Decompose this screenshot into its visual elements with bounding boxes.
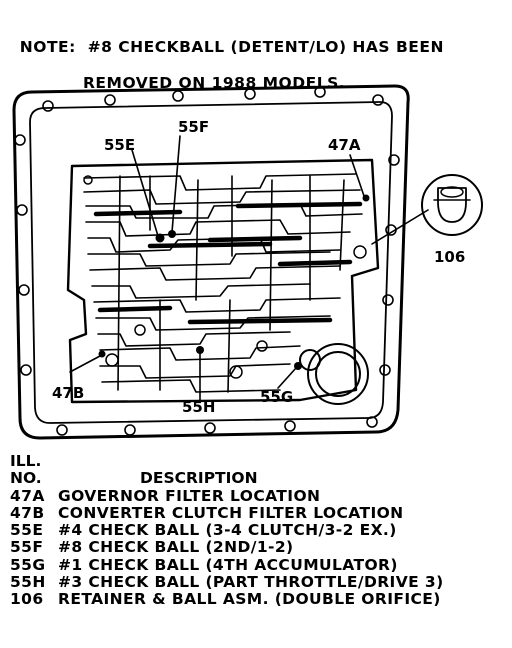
legend-row: 47A GOVERNOR FILTER LOCATION	[10, 486, 505, 505]
retainer-ball-inset	[421, 174, 483, 236]
legend-item-number: 55E	[10, 521, 44, 540]
legend-item-description: GOVERNOR FILTER LOCATION	[58, 486, 321, 505]
valve-ports	[83, 175, 367, 379]
callout-55g: 55G	[260, 388, 293, 406]
legend-header-no: NO.	[10, 469, 42, 488]
note-line-1: NOTE: #8 CHECKBALL (DETENT/LO) HAS BEEN	[19, 38, 444, 56]
check-balls	[98, 194, 370, 370]
legend-item-description: #4 CHECK BALL (3-4 CLUTCH/3-2 EX.)	[58, 521, 397, 540]
callout-106: 106	[434, 248, 465, 266]
legend-header-row: NO. DESCRIPTION	[10, 469, 505, 488]
legend-table: ILL. NO. DESCRIPTION 47A GOVERNOR FILTER …	[10, 452, 505, 609]
legend-header-description: DESCRIPTION	[140, 469, 258, 488]
legend-row: 47B CONVERTER CLUTCH FILTER LOCATION	[10, 503, 505, 522]
callout-55f: 55F	[178, 118, 209, 136]
legend-item-description: #3 CHECK BALL (PART THROTTLE/DRIVE 3)	[58, 573, 444, 592]
legend-row: 55F #8 CHECK BALL (2ND/1-2)	[10, 538, 505, 557]
legend-row: 55E #4 CHECK BALL (3-4 CLUTCH/3-2 EX.)	[10, 521, 505, 540]
leader-lines	[69, 135, 429, 401]
legend-item-number: 55F	[10, 538, 44, 557]
legend-item-description: #1 CHECK BALL (4TH ACCUMULATOR)	[58, 555, 398, 574]
legend-item-description: RETAINER & BALL ASM. (DOUBLE ORIFICE)	[58, 590, 441, 609]
pan-outline	[12, 84, 410, 440]
legend-item-description: CONVERTER CLUTCH FILTER LOCATION	[58, 503, 404, 522]
legend-item-number: 55H	[10, 573, 46, 592]
legend-item-description: #8 CHECK BALL (2ND/1-2)	[58, 538, 294, 557]
legend-item-number: 55G	[10, 555, 46, 574]
callout-55e: 55E	[104, 136, 135, 154]
pan-bolt-holes	[14, 86, 400, 436]
accumulator-bore	[299, 343, 369, 405]
valve-body-plate	[66, 158, 380, 404]
legend-item-number: 106	[10, 590, 44, 609]
callout-47b: 47B	[52, 384, 84, 402]
passage-bands	[93, 201, 363, 325]
legend-item-number: 47B	[10, 503, 45, 522]
legend-row: 55G #1 CHECK BALL (4TH ACCUMULATOR)	[10, 555, 505, 574]
callout-47a: 47A	[328, 136, 361, 154]
legend-row: 106 RETAINER & BALL ASM. (DOUBLE ORIFICE)	[10, 590, 505, 609]
legend-row: 55H #3 CHECK BALL (PART THROTTLE/DRIVE 3)	[10, 573, 505, 592]
legend-header-ill: ILL.	[10, 452, 42, 470]
callout-55h: 55H	[182, 398, 215, 416]
legend-rows: 47A GOVERNOR FILTER LOCATION 47B CONVERTER…	[10, 486, 505, 609]
legend-item-number: 47A	[10, 486, 45, 505]
